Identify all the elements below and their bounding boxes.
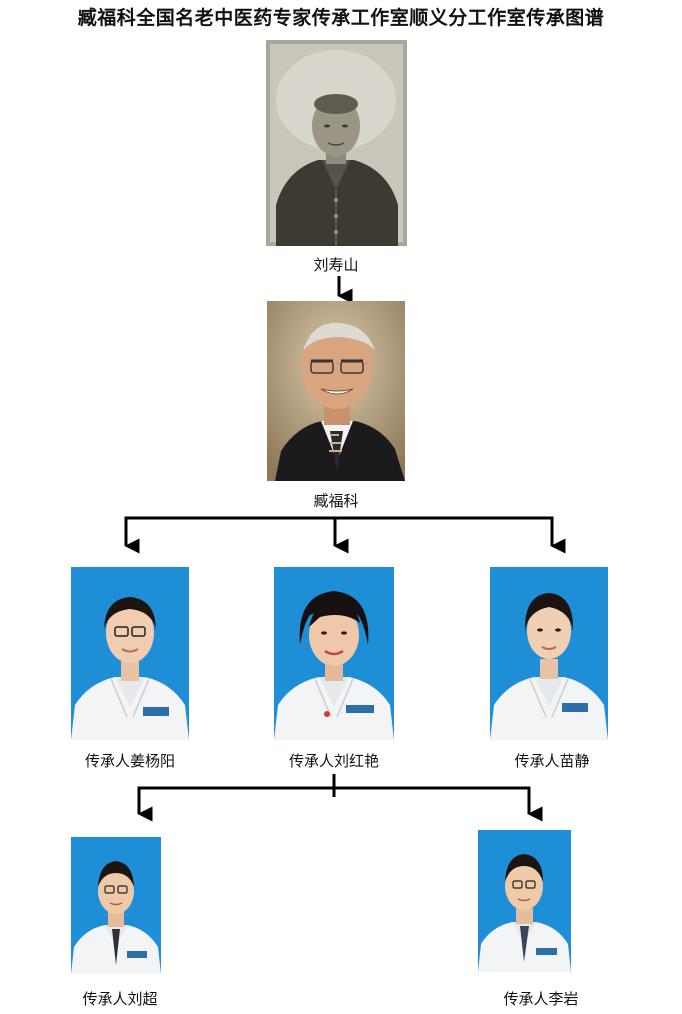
portrait-jiang-yangyang: [71, 567, 189, 740]
name-zang-fuke: 臧福科: [313, 492, 359, 510]
name-liu-shoushan: 刘寿山: [313, 256, 359, 274]
name-jiang-yangyang: 传承人姜杨阳: [84, 752, 175, 770]
portrait-zang-fuke: [267, 301, 405, 481]
portrait-li-yan: [478, 830, 571, 972]
portrait-liu-hongyan: [274, 567, 394, 740]
portrait-liu-shoushan: [266, 40, 407, 246]
name-miao-jing: 传承人苗静: [514, 752, 590, 770]
page-title: 臧福科全国名老中医药专家传承工作室顺义分工作室传承图谱: [77, 7, 605, 29]
name-liu-hongyan: 传承人刘红艳: [288, 752, 379, 770]
name-li-yan: 传承人李岩: [503, 990, 579, 1008]
portrait-liu-chao: [71, 837, 161, 974]
branch-gen2-to-gen3: [137, 786, 531, 812]
portrait-miao-jing: [490, 567, 608, 740]
branch-master-to-gen2: [124, 516, 554, 545]
name-liu-chao: 传承人刘超: [82, 990, 158, 1008]
